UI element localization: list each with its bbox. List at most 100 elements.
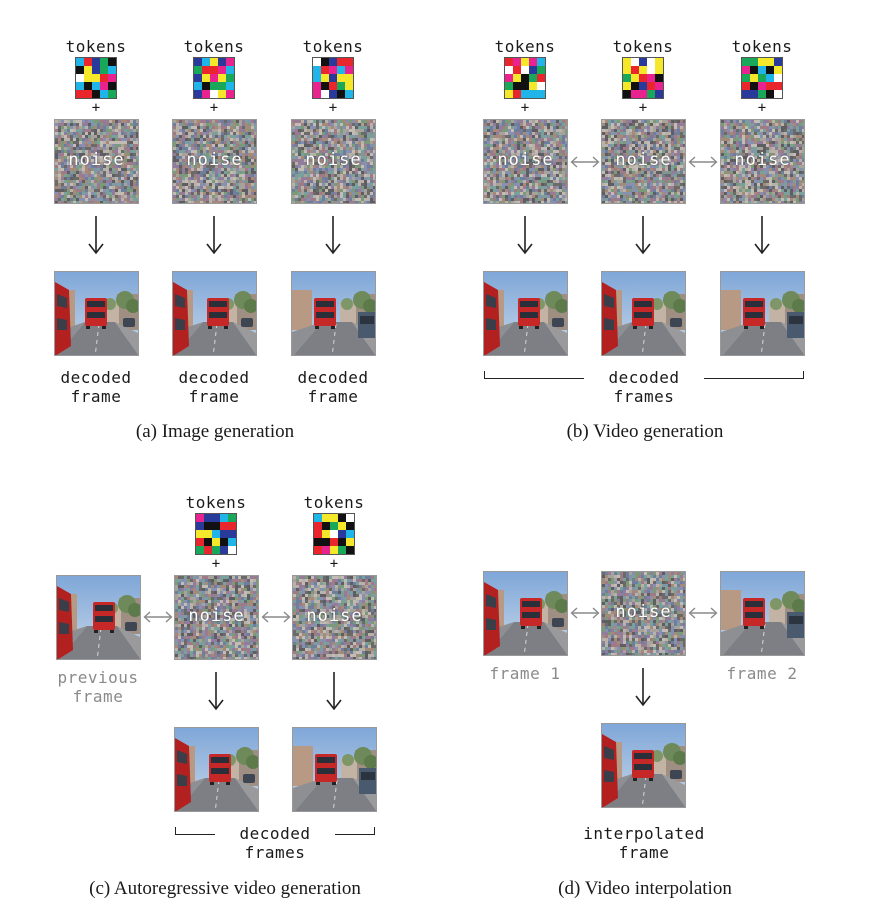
decoded-frame-label: decoded frame — [297, 368, 369, 406]
token-cell — [521, 58, 529, 66]
token-cell — [108, 82, 116, 90]
token-cell — [204, 546, 212, 554]
token-cell — [338, 514, 346, 522]
token-cell — [647, 66, 655, 74]
token-cell — [210, 90, 218, 98]
token-cell — [313, 58, 321, 66]
token-cell — [639, 66, 647, 74]
token-cell — [529, 90, 537, 98]
token-cell — [742, 74, 750, 82]
token-cell — [210, 66, 218, 74]
token-cell — [194, 66, 202, 74]
token-cell — [750, 82, 758, 90]
tokens-label: tokens — [612, 37, 674, 56]
token-cell — [623, 82, 631, 90]
token-cell — [228, 530, 236, 538]
token-cell — [345, 90, 353, 98]
token-cell — [631, 66, 639, 74]
token-cell — [337, 58, 345, 66]
token-cell — [758, 90, 766, 98]
token-cell — [218, 90, 226, 98]
token-cell — [774, 90, 782, 98]
token-cell — [345, 82, 353, 90]
interpolated-frame-label: interpolated frame — [583, 824, 705, 862]
down-arrow-icon — [635, 668, 651, 707]
frames-bracket-right — [335, 827, 375, 835]
token-cell — [345, 66, 353, 74]
token-cell — [330, 514, 338, 522]
frames-label: frames — [244, 843, 306, 862]
bidirectional-arrow-icon — [688, 156, 718, 168]
token-cell — [220, 538, 228, 546]
token-cell — [322, 538, 330, 546]
token-cell — [204, 522, 212, 530]
token-cell — [314, 546, 322, 554]
noise-tile: noise — [483, 119, 568, 204]
plus-sign: + — [638, 100, 648, 116]
token-cell — [313, 66, 321, 74]
token-cell — [314, 522, 322, 530]
token-cell — [108, 74, 116, 82]
token-cell — [314, 538, 322, 546]
token-cell — [346, 538, 354, 546]
token-cell — [321, 74, 329, 82]
token-cell — [631, 82, 639, 90]
street-scene-picture — [484, 272, 567, 355]
plus-sign: + — [757, 100, 767, 116]
token-cell — [513, 90, 521, 98]
token-cell — [212, 538, 220, 546]
token-cell — [196, 530, 204, 538]
token-cell — [529, 82, 537, 90]
token-cell — [329, 82, 337, 90]
noise-label: noise — [186, 150, 243, 170]
noise-pattern — [175, 576, 258, 659]
token-cell — [313, 90, 321, 98]
plus-sign: + — [520, 100, 530, 116]
noise-pattern — [484, 120, 567, 203]
token-cell — [750, 66, 758, 74]
down-arrow-icon — [325, 216, 341, 255]
previous-frame-image — [56, 575, 141, 660]
street-scene-picture — [602, 272, 685, 355]
bidirectional-arrow-icon — [261, 611, 291, 623]
token-cell — [228, 522, 236, 530]
token-cell — [623, 74, 631, 82]
token-cell — [92, 66, 100, 74]
token-cell — [202, 58, 210, 66]
token-grid — [193, 57, 235, 99]
tokens-label: tokens — [183, 37, 245, 56]
caption-d: (d) Video interpolation — [558, 878, 732, 899]
decoded-label: decoded — [239, 824, 311, 843]
noise-label: noise — [68, 150, 125, 170]
decoded-frame-image — [292, 727, 377, 812]
token-cell — [84, 82, 92, 90]
token-cell — [337, 90, 345, 98]
token-cell — [330, 530, 338, 538]
street-scene-picture — [55, 272, 138, 355]
decoded-frame-label: decoded frame — [60, 368, 132, 406]
token-cell — [210, 74, 218, 82]
noise-pattern — [292, 120, 375, 203]
token-cell — [321, 82, 329, 90]
token-cell — [92, 58, 100, 66]
street-scene-picture — [175, 728, 258, 811]
token-cell — [639, 58, 647, 66]
token-grid — [504, 57, 546, 99]
caption-b: (b) Video generation — [566, 421, 724, 442]
bidirectional-arrow-icon — [570, 156, 600, 168]
token-cell — [212, 522, 220, 530]
token-cell — [100, 90, 108, 98]
token-cell — [505, 82, 513, 90]
token-cell — [330, 538, 338, 546]
token-cell — [100, 66, 108, 74]
token-cell — [537, 82, 545, 90]
token-cell — [639, 82, 647, 90]
token-cell — [766, 82, 774, 90]
token-cell — [100, 82, 108, 90]
plus-sign: + — [209, 100, 219, 116]
token-cell — [639, 74, 647, 82]
token-cell — [529, 66, 537, 74]
token-cell — [330, 522, 338, 530]
token-cell — [314, 514, 322, 522]
noise-pattern — [721, 120, 804, 203]
